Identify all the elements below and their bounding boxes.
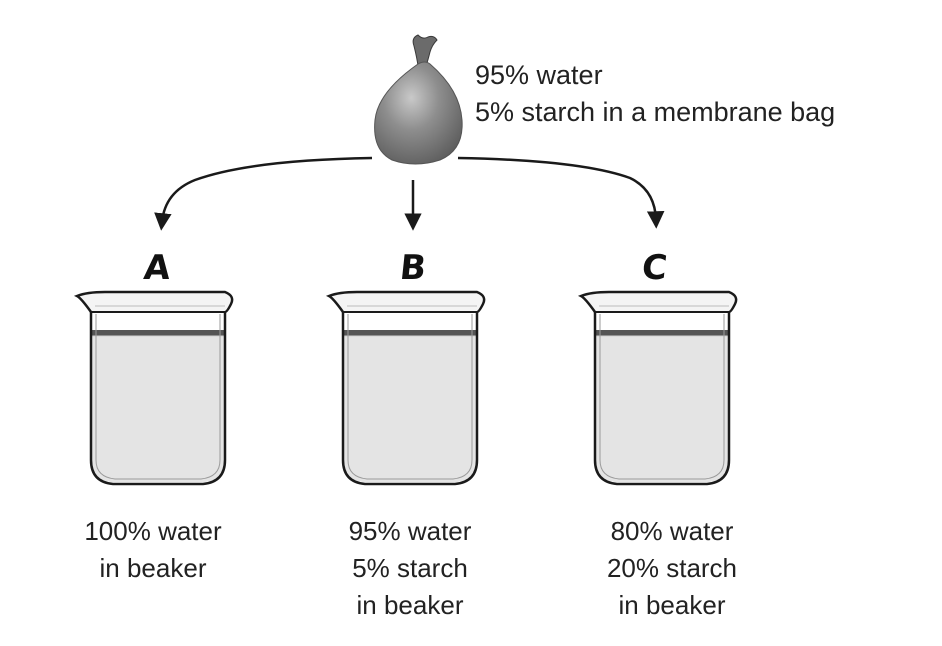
arrow-to-a xyxy=(154,156,373,231)
bag-label-line-2: 5% starch in a membrane bag xyxy=(475,97,836,127)
bag-contents-label: 95% water 5% starch in a membrane bag xyxy=(475,57,835,131)
membrane-bag-icon xyxy=(374,34,463,165)
beaker-b-letter: B xyxy=(397,248,429,288)
caption-line: 100% water xyxy=(84,516,222,546)
beaker-a-caption: 100% water in beaker xyxy=(33,513,273,587)
arrow-to-c xyxy=(457,156,665,229)
beaker-c-letter: C xyxy=(639,248,670,288)
caption-line: 80% water xyxy=(610,516,734,546)
caption-line: 20% starch xyxy=(606,553,738,583)
beaker-c-caption: 80% water 20% starch in beaker xyxy=(552,513,792,624)
caption-line: in beaker xyxy=(618,590,726,620)
beaker-b-icon xyxy=(327,290,486,486)
caption-line: 5% starch xyxy=(352,553,468,583)
caption-line: in beaker xyxy=(356,590,464,620)
bag-label-line-1: 95% water xyxy=(475,60,603,90)
beaker-a-letter: A xyxy=(141,248,173,288)
beaker-c-icon xyxy=(579,290,738,486)
caption-line: in beaker xyxy=(99,553,207,583)
beaker-b-caption: 95% water 5% starch in beaker xyxy=(290,513,530,624)
caption-line: 95% water xyxy=(348,516,472,546)
beaker-a-icon xyxy=(75,290,234,486)
